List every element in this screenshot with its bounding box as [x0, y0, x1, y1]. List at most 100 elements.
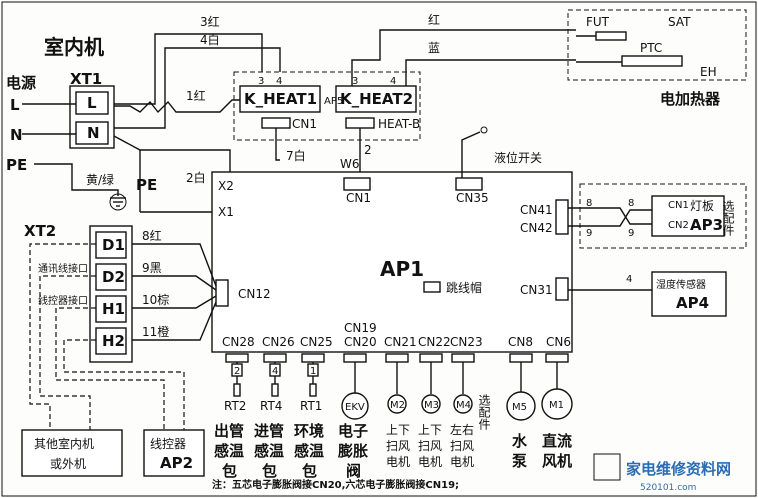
xt1-L: L	[87, 94, 97, 112]
xt1-N-terminal	[75, 121, 109, 145]
ap5-cn1-connector	[261, 117, 291, 129]
m4-desc: 左右 扫风 电机	[450, 422, 474, 469]
rt2-pin-box	[231, 363, 243, 377]
rt4-pin-box	[269, 363, 281, 377]
k-heat2-label: K_HEAT2	[340, 90, 413, 108]
k-heat2-relay	[335, 85, 417, 113]
heat-b-connector	[345, 117, 375, 129]
wire-h1-ap2	[55, 307, 165, 430]
ap3-w8b: 8	[628, 198, 634, 209]
m5-pump-icon	[506, 391, 536, 421]
rt4-desc: 进管 感温 包	[254, 422, 284, 480]
w11-label: 11橙	[142, 324, 169, 339]
rt1-desc-3: 包	[302, 462, 317, 480]
wire-ap3-8	[568, 207, 660, 225]
ap3-board	[651, 195, 725, 237]
cn25-connector	[301, 353, 325, 363]
line-L: L	[10, 96, 20, 114]
ptc-element-icon	[621, 55, 683, 67]
ekv-desc-3: 阀	[346, 462, 361, 480]
optional2-label: 选配件	[477, 394, 491, 430]
bottom-connectors	[225, 353, 569, 363]
m4-desc-2: 扫风	[450, 439, 474, 453]
wire-h2-ap2	[63, 339, 185, 430]
cn26-label: CN26	[262, 335, 295, 349]
rt2-desc-1: 出管	[214, 422, 244, 440]
rt2-sensor-icon	[233, 383, 241, 397]
pe-ground-label: PE	[136, 176, 157, 194]
title: 室内机	[44, 35, 104, 59]
cn41-label: CN41	[520, 203, 553, 217]
wire-4white-label: 4白	[200, 32, 220, 47]
ap3-w9a: 9	[586, 228, 592, 239]
wire-2white-label: 2白	[186, 170, 206, 185]
cn20-label: CN20	[344, 335, 377, 349]
wire-8red	[132, 243, 217, 287]
lamp-board-label: 灯板	[690, 199, 714, 213]
ap5-label: AP5	[324, 96, 343, 107]
sat-label: SAT	[668, 15, 691, 29]
level-switch-wire	[461, 131, 481, 178]
w10-label: 10棕	[142, 292, 169, 307]
ap4-label: AP4	[676, 294, 709, 312]
cn31-label: CN31	[520, 283, 553, 297]
jumper-icon	[423, 281, 441, 293]
m1-fan-icon	[541, 388, 573, 420]
cn23-connector	[451, 353, 475, 363]
pin3b: 3	[352, 76, 358, 87]
pin4a: 4	[276, 76, 282, 87]
m4-motor-icon	[453, 394, 473, 414]
ap2-line2: AP2	[160, 454, 193, 472]
w6-label: W6	[340, 157, 360, 171]
ap3-optional-label: 选配件	[721, 200, 735, 236]
comm-port-label: 通讯线接口	[38, 262, 88, 275]
xt1-N: N	[87, 124, 100, 142]
ap1-cn1-label: CN1	[346, 191, 371, 205]
w8-label: 8红	[142, 228, 162, 243]
xt2-d2-terminal	[95, 263, 127, 291]
ekv-desc-1: 电子	[338, 422, 368, 440]
ekv-label: EKV	[345, 402, 365, 413]
xt2-label: XT2	[24, 222, 56, 240]
watermark-url: 520101.com	[640, 483, 696, 493]
ekv-desc-2: 膨胀	[338, 442, 368, 460]
m2-desc: 上下 扫风 电机	[386, 423, 410, 469]
cn28-connector	[225, 353, 249, 363]
m1-label: M1	[549, 400, 564, 411]
heater-blue-label: 蓝	[428, 41, 440, 55]
ap3-w8a: 8	[586, 198, 592, 209]
fuse-icon	[595, 31, 627, 41]
w9-label: 9黑	[142, 261, 162, 275]
watermark-text: 家电维修资料网	[626, 460, 731, 478]
ap2-line1: 线控器	[150, 437, 186, 451]
rt1-desc: 环境 感温 包	[294, 422, 324, 480]
cn21-label: CN21	[384, 335, 417, 349]
rt2-desc-3: 包	[222, 462, 237, 480]
ap4-board	[651, 271, 727, 317]
other-unit-line1: 其他室内机	[34, 436, 94, 451]
rt4-label: RT4	[260, 399, 282, 413]
m5-desc-1: 水	[512, 432, 528, 450]
level-switch-label: 液位开关	[494, 150, 542, 165]
ap5-cn1-label: CN1	[292, 117, 317, 131]
pin4b: 4	[390, 76, 396, 87]
wire-7white-label: 7白	[286, 148, 306, 163]
heat-b-label: HEAT-B	[378, 117, 420, 131]
rt4-desc-1: 进管	[254, 422, 284, 440]
rt4-sensor-icon	[271, 383, 279, 397]
wire-7white	[275, 128, 280, 161]
ctrl-port-label: 线控器接口	[38, 294, 88, 307]
pe-wire-color: 黄/绿	[86, 172, 114, 187]
m2-desc-1: 上下	[386, 423, 410, 437]
heater-title: 电加热器	[660, 90, 721, 108]
cn6-connector	[545, 353, 569, 363]
wire-11orange	[132, 301, 217, 341]
ap3-cn2: CN2	[668, 220, 689, 231]
wire-heater-blue	[405, 59, 576, 86]
cn35-connector	[455, 177, 483, 191]
rt1-desc-2: 感温	[294, 442, 324, 460]
rt1-label: RT1	[300, 399, 322, 413]
